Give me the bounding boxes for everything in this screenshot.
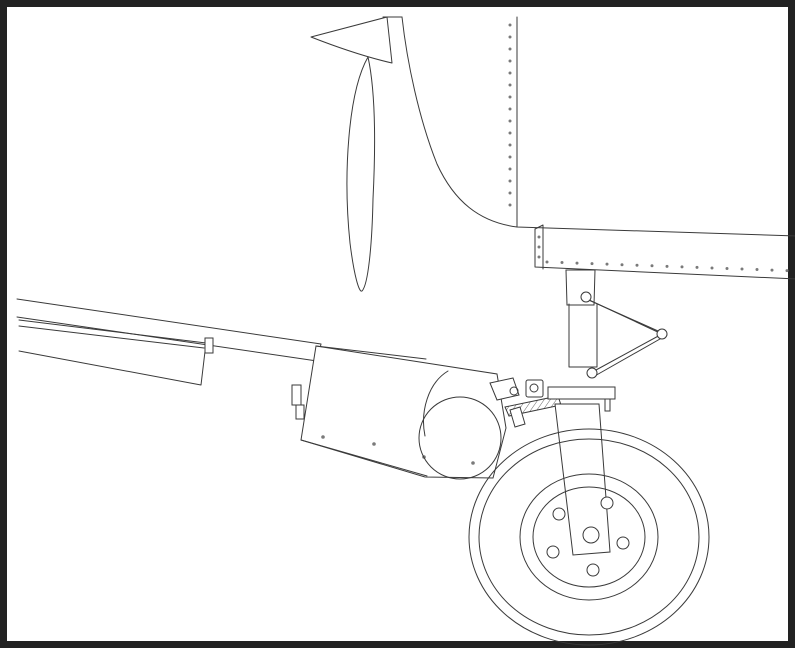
technical-illustration xyxy=(16,16,795,646)
main-wheel xyxy=(468,428,710,646)
rivet xyxy=(635,263,639,267)
rivet xyxy=(620,263,624,267)
rivet xyxy=(785,269,789,273)
rivet xyxy=(508,131,512,135)
rivet xyxy=(508,35,512,39)
rivet xyxy=(755,268,759,272)
rivet xyxy=(537,255,541,259)
rivet xyxy=(665,264,669,268)
rivet xyxy=(508,47,512,51)
tug-body xyxy=(291,345,507,480)
rivet xyxy=(710,266,714,270)
rivet xyxy=(508,95,512,99)
tow-bar-bolt xyxy=(204,337,214,354)
rivet xyxy=(680,265,684,269)
tow-bar xyxy=(16,298,322,386)
rivet xyxy=(508,179,512,183)
rivet xyxy=(508,23,512,27)
rivet xyxy=(508,83,512,87)
rivet xyxy=(725,266,729,270)
rivet xyxy=(537,235,541,239)
drive-wheel xyxy=(418,396,502,480)
rivet xyxy=(508,71,512,75)
rivet xyxy=(695,265,699,269)
rivet xyxy=(537,245,541,249)
rivet xyxy=(605,262,609,266)
rivet xyxy=(575,261,579,265)
rivet xyxy=(545,260,549,264)
rivet xyxy=(770,268,774,272)
aircraft-fuselage xyxy=(310,16,795,292)
rivet xyxy=(560,261,564,265)
rivet xyxy=(508,59,512,63)
rivet xyxy=(508,203,512,207)
rivet xyxy=(508,167,512,171)
latch-left xyxy=(291,384,302,406)
rivet xyxy=(650,264,654,268)
rivet xyxy=(740,267,744,271)
nose-gear xyxy=(547,269,668,556)
rivet xyxy=(508,143,512,147)
rivet xyxy=(508,191,512,195)
fuselage-rivets xyxy=(508,23,789,273)
rivet xyxy=(508,107,512,111)
rivet xyxy=(590,262,594,266)
rivet xyxy=(508,155,512,159)
rivet xyxy=(508,119,512,123)
latch-lower xyxy=(295,404,305,420)
